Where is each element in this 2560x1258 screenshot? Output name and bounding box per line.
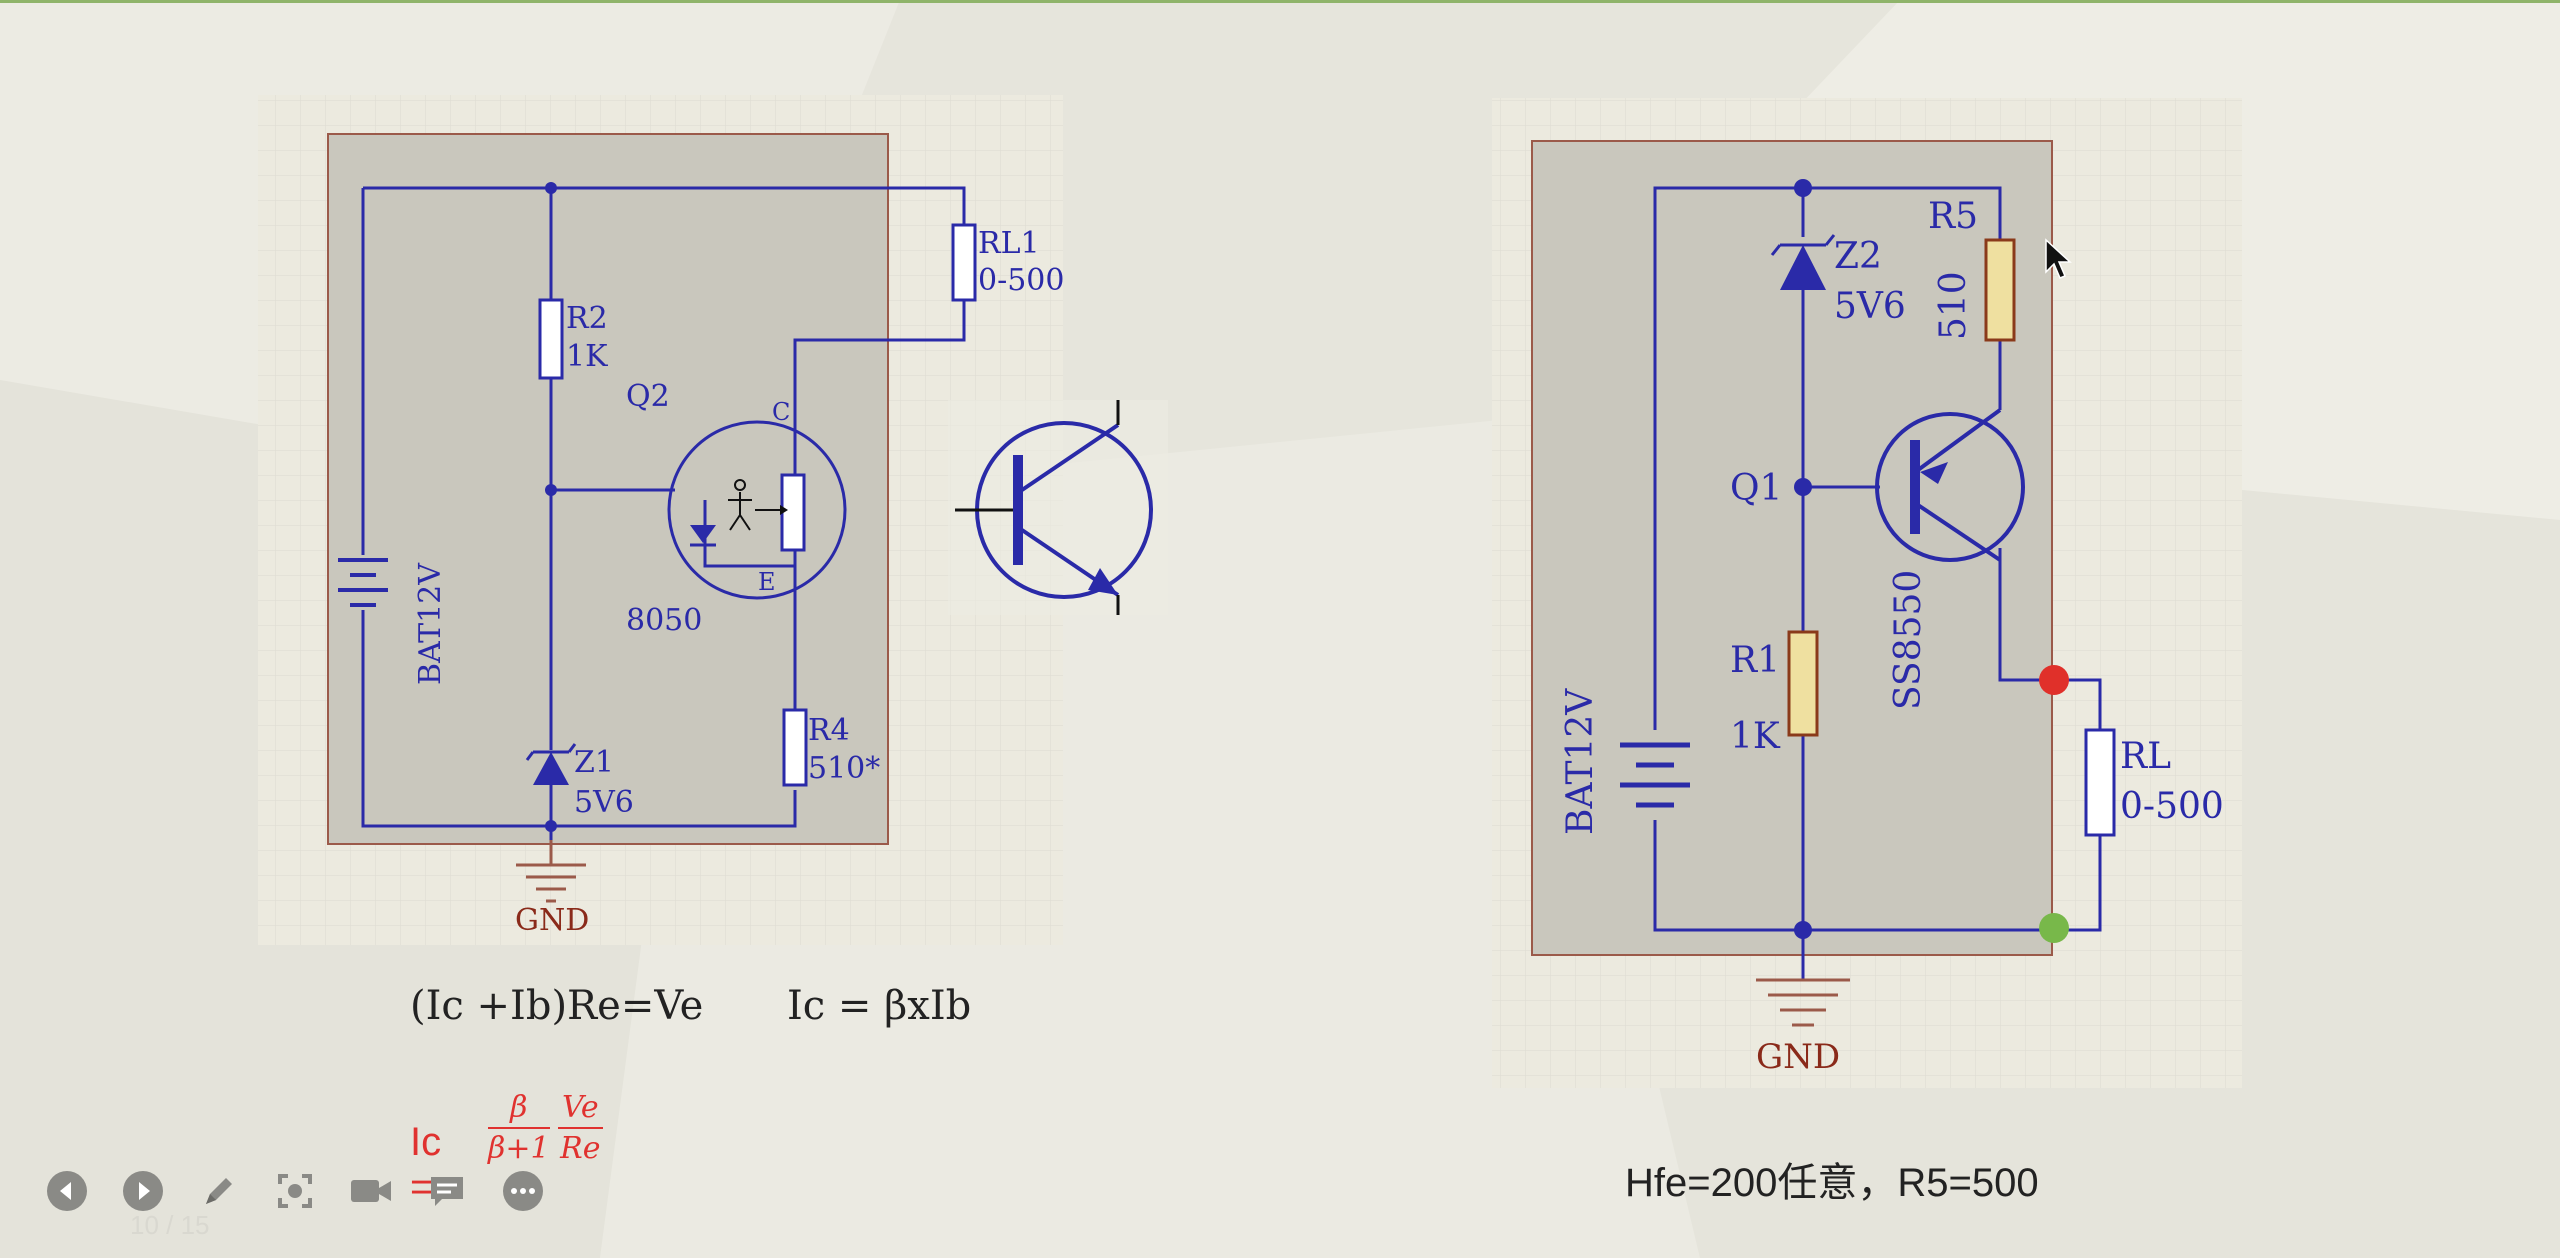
hfe-note: Hfe=200任意，R5=500	[1625, 1161, 2039, 1205]
equation-ve: (Ic +Ib)Re=Ve	[410, 983, 704, 1029]
comment-icon	[431, 1177, 463, 1206]
formula-frac2-num: Ve	[558, 1090, 603, 1129]
next-button[interactable]	[120, 1168, 166, 1214]
rl-label: RL	[2120, 736, 2171, 777]
r5-label: R5	[1928, 196, 1978, 237]
rl1-label: RL1	[978, 226, 1040, 261]
right-battery-label: BAT12V	[1560, 688, 1601, 835]
right-junctions	[1794, 179, 1812, 939]
equation-ic: Ic = βxIb	[787, 983, 972, 1029]
prev-icon	[47, 1171, 87, 1211]
r1-label: R1	[1730, 640, 1780, 681]
formula-frac1-num: β	[488, 1090, 550, 1129]
right-battery	[1620, 742, 1690, 808]
left-battery-label: BAT12V	[413, 562, 448, 685]
presentation-toolbar	[44, 1165, 546, 1217]
collector-label: C	[772, 398, 790, 426]
left-battery	[338, 558, 388, 607]
screenshot-icon	[278, 1174, 312, 1208]
formula-frac2-den: Re	[560, 1131, 601, 1166]
standalone-npn-symbol	[948, 400, 1168, 615]
rl1-value: 0-500	[978, 263, 1064, 298]
right-zener	[1770, 234, 1836, 290]
r1-value: 1K	[1730, 716, 1781, 757]
left-zener	[525, 743, 577, 785]
camera-button[interactable]	[348, 1168, 394, 1214]
left-gnd-label: GND	[515, 903, 589, 938]
more-button[interactable]	[500, 1168, 546, 1214]
left-junctions	[545, 182, 557, 832]
right-wires	[1653, 186, 2102, 980]
red-test-point	[2039, 665, 2069, 695]
q2-label: Q2	[626, 379, 670, 414]
r4-value: 510*	[808, 751, 880, 786]
z1-label: Z1	[574, 745, 614, 780]
r4-label: R4	[808, 713, 850, 748]
more-icon	[503, 1171, 543, 1211]
right-gnd-label: GND	[1756, 1037, 1840, 1077]
r2-label: R2	[566, 301, 608, 336]
next-icon	[123, 1171, 163, 1211]
comment-button[interactable]	[424, 1168, 470, 1214]
emitter-label: E	[758, 568, 776, 596]
z1-value: 5V6	[574, 785, 634, 820]
z2-label: Z2	[1834, 236, 1882, 277]
left-sensor-q2	[667, 420, 847, 600]
right-panel	[1531, 140, 2053, 956]
top-accent-line	[0, 0, 2560, 3]
right-ground-symbol	[1756, 978, 1850, 1027]
camera-icon	[351, 1180, 391, 1202]
q1-part: SS8550	[1888, 570, 1929, 710]
q1-label: Q1	[1730, 468, 1782, 509]
q2-part: 8050	[626, 603, 702, 638]
pen-icon	[206, 1178, 232, 1204]
pen-button[interactable]	[196, 1168, 242, 1214]
formula-fraction-beta: β β+1	[488, 1090, 550, 1166]
formula-fraction-ve-re: Ve Re	[558, 1090, 603, 1166]
formula-frac1-den: β+1	[488, 1131, 550, 1166]
prev-button[interactable]	[44, 1168, 90, 1214]
page-indicator: 10 / 15	[130, 1210, 210, 1240]
r2-value: 1K	[566, 339, 608, 374]
left-resistors	[538, 223, 977, 787]
rl-value: 0-500	[2120, 786, 2224, 827]
green-test-point	[2039, 913, 2069, 943]
right-pnp-transistor	[1875, 398, 2025, 562]
left-ground-symbol	[516, 840, 586, 903]
right-resistors	[1787, 238, 2116, 837]
formula-lhs: Ic =	[410, 1120, 442, 1209]
mouse-cursor-icon	[2045, 238, 2072, 279]
screenshot-button[interactable]	[272, 1168, 318, 1214]
r5-value: 510	[1933, 271, 1974, 340]
z2-value: 5V6	[1834, 286, 1906, 327]
